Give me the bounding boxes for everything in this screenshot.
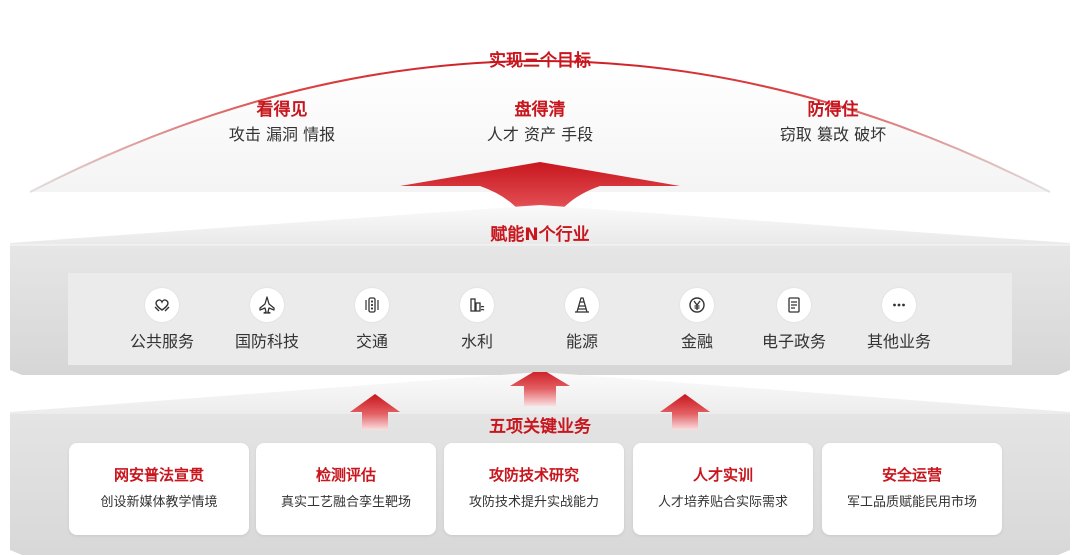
service-title: 攻防技术研究 [488,466,579,484]
service-desc: 军工品质赋能民用市场 [846,495,977,510]
big-up-arrow [400,162,680,232]
industry-label: 其他业务 [866,332,931,351]
service-desc: 人才培养贴合实际需求 [657,495,788,510]
industry-water: 水利 [422,288,532,352]
industries-title: 赋能N个行业 [490,225,590,245]
industry-label: 国防科技 [234,332,299,351]
goal-inventory: 盘得清 人才 资产 手段 [430,99,650,145]
service-desc: 真实工艺融合孪生靶场 [280,495,411,510]
industry-finance: 金融 [642,288,752,352]
industry-defense-tech: 国防科技 [212,288,322,352]
industry-label: 能源 [565,332,598,351]
industry-other: 其他业务 [844,288,954,352]
goal-title: 防得住 [807,100,859,120]
traffic-light-icon [355,288,389,322]
service-card-operations: 安全运营 军工品质赋能民用市场 [822,443,1002,535]
goal-defend: 防得住 窃取 篡改 破坏 [723,99,943,145]
industry-label: 公共服务 [129,332,194,351]
document-icon [777,288,811,322]
industry-label: 金融 [680,332,713,351]
up-arrow-center [510,372,570,406]
goal-subtitle: 窃取 篡改 破坏 [779,125,887,144]
fighter-jet-icon [250,288,284,322]
up-arrow-right [660,394,710,430]
service-title: 安全运营 [881,466,942,484]
goal-see: 看得见 攻击 漏洞 情报 [172,99,392,145]
industry-label: 水利 [460,332,493,351]
goals-dome [29,60,1051,232]
goal-subtitle: 攻击 漏洞 情报 [228,125,336,144]
goal-subtitle: 人才 资产 手段 [486,125,594,144]
service-card-law-publicity: 网安普法宣贯 创设新媒体教学情境 [69,443,249,535]
service-card-testing: 检测评估 真实工艺融合孪生靶场 [256,443,436,535]
industry-label: 电子政务 [761,332,826,351]
service-title: 检测评估 [315,466,376,484]
service-title: 人才实训 [692,466,753,484]
industry-label: 交通 [355,332,388,351]
hands-heart-icon [145,288,179,322]
service-card-talent-training: 人才实训 人才培养贴合实际需求 [633,443,813,535]
industry-e-government: 电子政务 [739,288,849,352]
service-title: 网安普法宣贯 [113,466,204,484]
industry-energy: 能源 [527,288,637,352]
industries-slab [10,205,1070,375]
services-title: 五项关键业务 [489,417,591,437]
goals-title: 实现三个目标 [489,51,591,71]
service-card-attack-defense: 攻防技术研究 攻防技术提升实战能力 [444,443,624,535]
service-desc: 创设新媒体教学情境 [100,495,218,510]
service-desc: 攻防技术提升实战能力 [468,495,599,510]
power-tower-icon [565,288,599,322]
industry-transport: 交通 [317,288,427,352]
yuan-coin-icon [680,288,714,322]
more-icon [882,288,916,322]
goal-title: 看得见 [256,100,308,120]
up-arrow-left [350,394,400,430]
goal-title: 盘得清 [514,100,566,120]
dam-icon [460,288,494,322]
industry-public-service: 公共服务 [107,288,217,352]
